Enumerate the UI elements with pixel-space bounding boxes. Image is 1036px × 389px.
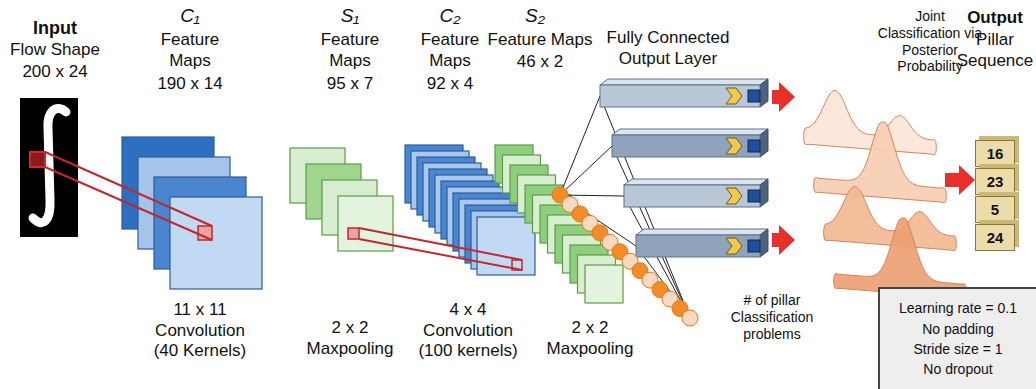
parameter-text: Stride size = 1: [913, 339, 1002, 359]
node-heading: Output: [950, 8, 1036, 29]
bar-front: [600, 85, 760, 107]
fc-wire: [560, 146, 612, 195]
block-arrow: [772, 225, 795, 255]
layer-symbol: S₂: [505, 4, 565, 27]
joint-classification-region: Joint Classification via Posterior Proba…: [795, 85, 945, 285]
sequence-cell: 23: [975, 168, 1015, 195]
fully-connected-layer: [552, 79, 768, 326]
pillar-sequence-column: OutputPillar Sequence1623524: [975, 140, 1015, 252]
sequence-cell: 16: [975, 140, 1015, 167]
bar-chevron: [726, 138, 742, 154]
bar-chevron: [726, 188, 742, 204]
output-unit-bar: [636, 229, 768, 257]
bar-side: [760, 229, 768, 257]
fc-neuron: [682, 310, 698, 326]
operation-label: 4 x 4 Convolution (100 kernels): [411, 300, 525, 362]
layer-name: Feature Maps: [485, 30, 595, 51]
kernel-window: [30, 152, 45, 167]
output-unit-bar: [600, 79, 768, 107]
dimension: 46 x 2: [495, 52, 585, 73]
annotation: # of pillar Classification problems: [722, 292, 822, 343]
fc-wire: [560, 195, 624, 196]
layer-symbol: C₁: [160, 4, 220, 27]
layer-name: Feature Maps: [150, 30, 230, 71]
bar-side: [760, 129, 768, 157]
dimension: 92 x 4: [405, 74, 495, 95]
block-arrow: [945, 165, 975, 195]
bar-top: [636, 229, 768, 235]
dimension: 190 x 14: [140, 74, 240, 95]
s2-feature-map: [585, 265, 623, 303]
parameter-text: No padding: [922, 319, 994, 339]
operation-label: 11 x 11 Convolution (40 Kernels): [150, 300, 250, 362]
layer-symbol: S₁: [320, 4, 380, 27]
bar-top: [624, 179, 768, 185]
bar-unit: [748, 140, 760, 152]
dimension: 95 x 7: [300, 74, 400, 95]
posterior-curve: [824, 186, 957, 250]
bar-top: [612, 129, 768, 135]
block-arrow: [772, 82, 795, 112]
pillar-number: 24: [987, 229, 1004, 246]
hyperparameter-box: Learning rate = 0.1No paddingStride size…: [878, 287, 1036, 389]
layer-title: Input: [10, 18, 100, 40]
projection-line: [359, 239, 522, 270]
layer-symbol: C₂: [420, 4, 480, 27]
projection-line: [45, 167, 212, 240]
sequence-cell: 5: [975, 196, 1015, 223]
bar-unit: [748, 190, 760, 202]
parameter-text: Learning rate = 0.1: [899, 298, 1017, 318]
posterior-curve: [814, 122, 947, 203]
bar-top: [600, 79, 768, 85]
kernel-windows: [30, 152, 522, 270]
input-image: [20, 98, 78, 237]
bar-chevron: [726, 88, 742, 104]
bar-unit: [748, 90, 760, 102]
operation-label: 2 x 2 Maxpooling: [543, 318, 638, 359]
bar-side: [760, 179, 768, 207]
pillar-number: 16: [987, 145, 1004, 162]
bar-front: [636, 235, 760, 257]
output-unit-bar: [624, 179, 768, 207]
layer-name: Flow Shape: [5, 40, 105, 61]
layer-name: Feature Maps: [310, 30, 390, 71]
kernel-window: [348, 228, 359, 239]
pillar-number: 5: [991, 201, 999, 218]
bar-side: [760, 79, 768, 107]
fc-wire: [560, 96, 600, 195]
sequence-cell: 24: [975, 224, 1015, 251]
projection-line: [45, 152, 212, 226]
parameter-text: No dropout: [923, 359, 992, 379]
bar-unit: [748, 240, 760, 252]
layer-name: Feature Maps: [410, 30, 490, 71]
operation-label: 2 x 2 Maxpooling: [303, 318, 398, 359]
node-heading: Pillar Sequence: [950, 30, 1036, 71]
c1-feature-map: [170, 197, 262, 289]
bar-front: [612, 135, 760, 157]
s1-feature-map: [338, 196, 393, 251]
node-heading: Fully Connected Output Layer: [598, 28, 738, 69]
bar-chevron: [726, 238, 742, 254]
posterior-curve: [804, 90, 937, 154]
pillar-number: 23: [987, 173, 1004, 190]
dimension: 200 x 24: [5, 62, 105, 83]
output-unit-bar: [612, 129, 768, 157]
posterior-curves: [804, 90, 967, 298]
bar-front: [624, 185, 760, 207]
fc-layer-region: Fully Connected Output Layer: [545, 80, 772, 335]
